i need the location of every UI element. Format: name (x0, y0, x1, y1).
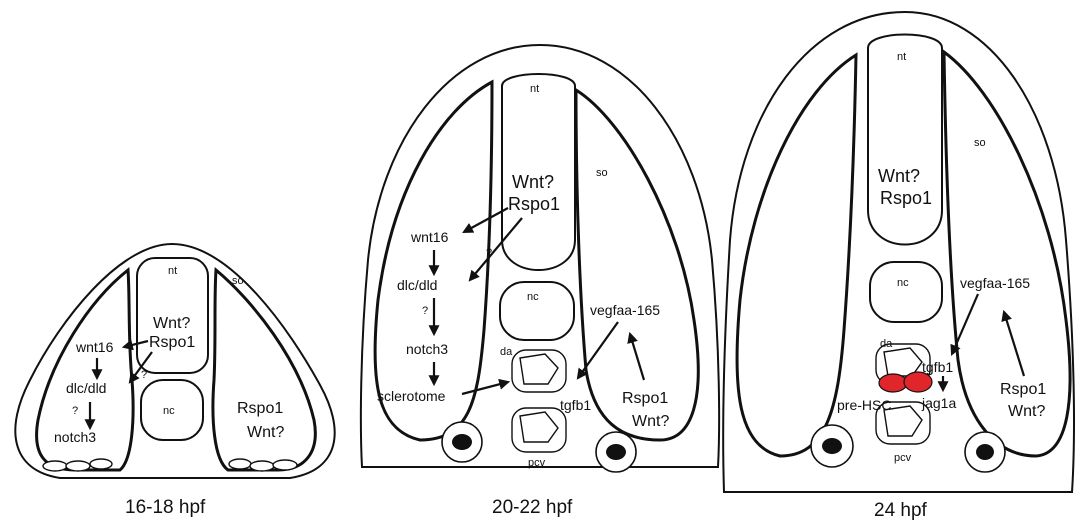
notch3-label: notch3 (54, 429, 96, 445)
so-label: so (232, 275, 244, 287)
panel-20-22-hpf: nt so nc da pcv Wnt? Rspo1 Rspo1 Wnt? wn… (361, 45, 719, 518)
vessel-right (965, 432, 1005, 472)
vegfaa-165-label: vegfaa-165 (590, 302, 660, 318)
signal-rspo1-label: Rspo1 (508, 194, 560, 214)
right-wnt-label: Wnt? (247, 424, 284, 441)
arrow-rspo1-to-vegf (1004, 312, 1024, 376)
right-wnt-label: Wnt? (632, 413, 669, 430)
tgfb1-label: tgfb1 (560, 397, 591, 413)
panel-caption: 24 hpf (874, 500, 928, 521)
tgfb1-label: tgfb1 (922, 359, 953, 375)
nt-label: nt (897, 51, 906, 63)
vegfaa-165-label: vegfaa-165 (960, 275, 1030, 291)
panel-16-18-hpf: nt so nc Wnt? Rspo1 Rspo1 Wnt? wnt16 dlc… (15, 244, 334, 518)
vessel-left (811, 425, 853, 467)
wnt16-label: wnt16 (410, 229, 449, 245)
right-rspo1-label: Rspo1 (622, 390, 668, 407)
notch3-label: notch3 (406, 341, 448, 357)
arrow-sclerotome-to-da (462, 382, 508, 394)
panel-24-hpf: nt so nc da pcv Wnt? Rspo1 Rspo1 Wnt? ve… (723, 12, 1074, 521)
panel-caption: 16-18 hpf (125, 497, 206, 518)
da-label: da (880, 338, 893, 350)
question-mark-2: ? (422, 305, 428, 317)
dlc-dld-label: dlc/dld (66, 380, 106, 396)
signal-rspo1-label: Rspo1 (880, 188, 932, 208)
sclerotome-cells (43, 459, 297, 471)
panel-caption: 20-22 hpf (492, 497, 573, 518)
so-label: so (974, 137, 986, 149)
so-label: so (596, 167, 608, 179)
sclerotome-label: sclerotome (377, 388, 446, 404)
notochord (870, 262, 942, 322)
somite-left (737, 55, 856, 456)
pcv-label: pcv (894, 452, 912, 464)
signal-wnt-label: Wnt? (153, 315, 190, 332)
signal-rspo1-label: Rspo1 (149, 334, 195, 351)
nc-label: nc (897, 277, 909, 289)
dorsal-aorta (512, 350, 566, 392)
question-mark-2: ? (72, 405, 78, 417)
nc-label: nc (163, 405, 175, 417)
wnt16-label: wnt16 (75, 339, 114, 355)
pre-hsc-label: pre-HSC (837, 397, 891, 413)
signal-wnt-label: Wnt? (512, 172, 554, 192)
dlc-dld-label: dlc/dld (397, 277, 437, 293)
vessel-right (596, 432, 636, 472)
nt-label: nt (530, 83, 539, 95)
arrow-rspo1-to-vegf (630, 334, 644, 380)
da-label: da (500, 346, 513, 358)
pcv-label: pcv (528, 457, 546, 469)
right-rspo1-label: Rspo1 (1000, 381, 1046, 398)
vessel-left (442, 422, 482, 462)
nc-label: nc (527, 291, 539, 303)
arrow-rspo1-to-dlc (470, 218, 522, 280)
right-rspo1-label: Rspo1 (237, 400, 283, 417)
somite-right (576, 90, 698, 440)
question-mark-1: ? (141, 369, 147, 381)
posterior-cardinal-vein (512, 408, 566, 452)
neural-tube (868, 35, 942, 245)
signal-wnt-label: Wnt? (878, 166, 920, 186)
jag1a-label: jag1a (921, 395, 956, 411)
nt-label: nt (168, 265, 177, 277)
right-wnt-label: Wnt? (1008, 403, 1045, 420)
